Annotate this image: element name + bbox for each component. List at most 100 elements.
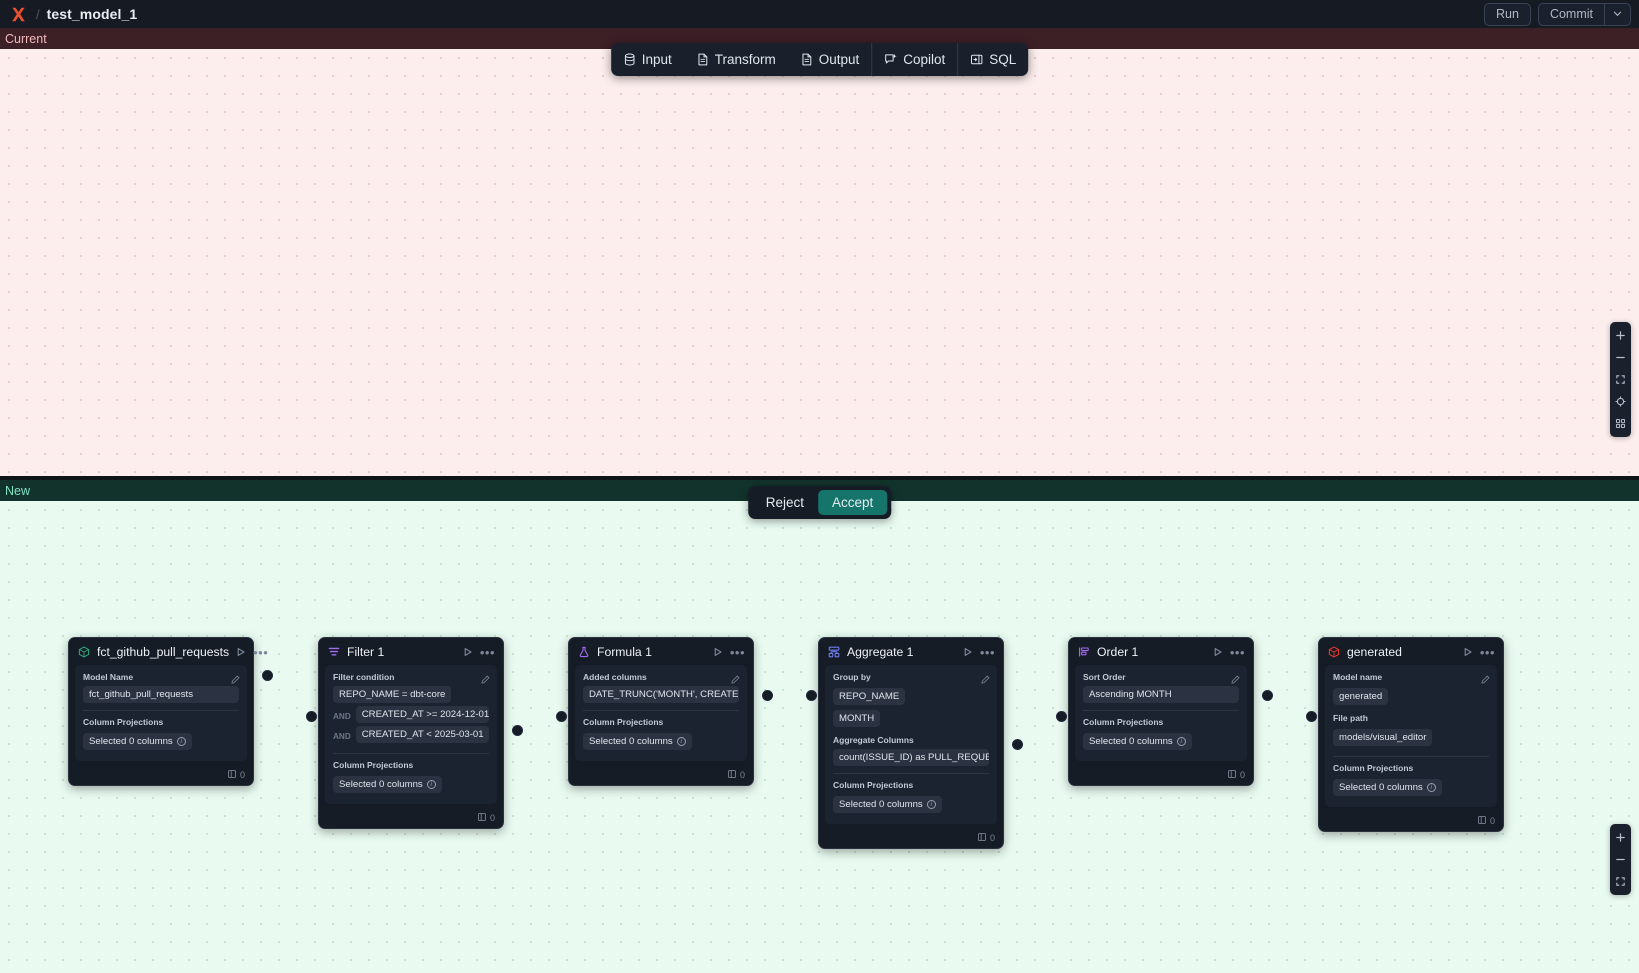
run-node-icon[interactable]: [463, 647, 473, 657]
hex-logo-icon[interactable]: [8, 4, 28, 24]
port-in-order[interactable]: [1056, 711, 1067, 722]
toolbar-item-copilot[interactable]: Copilot: [871, 43, 957, 76]
pane-new: New fct_github_pull_requests: [0, 480, 1639, 973]
recenter-icon[interactable]: [1610, 391, 1631, 412]
column-projections-chip[interactable]: Selected 0 columns i: [583, 733, 692, 750]
run-button[interactable]: Run: [1484, 2, 1531, 26]
toolbar-item-output[interactable]: Output: [788, 43, 872, 76]
node-menu-icon[interactable]: •••: [979, 644, 995, 660]
node-menu-icon[interactable]: •••: [1229, 644, 1245, 660]
added-columns-chip[interactable]: DATE_TRUNC('MONTH', CREATED_AT...: [583, 686, 739, 703]
node-filter[interactable]: Filter 1 ••• Filter condition REPO_NAME …: [318, 637, 504, 829]
node-header: generated •••: [1319, 638, 1503, 665]
rows-icon: [1478, 816, 1486, 826]
plus-icon[interactable]: [1610, 827, 1631, 848]
edit-pencil-icon[interactable]: [981, 671, 990, 689]
port-in-aggregate[interactable]: [806, 690, 817, 701]
group-by-chip[interactable]: REPO_NAME: [833, 688, 906, 705]
document-icon: [800, 53, 813, 66]
breadcrumb-separator: /: [36, 6, 40, 22]
run-node-icon[interactable]: [1463, 647, 1473, 657]
node-source[interactable]: fct_github_pull_requests ••• Model Name …: [68, 637, 268, 786]
edit-pencil-icon[interactable]: [1481, 671, 1490, 689]
run-node-icon[interactable]: [236, 647, 246, 657]
fit-screen-icon[interactable]: [1610, 369, 1631, 390]
model-name-chip[interactable]: generated: [1333, 688, 1389, 705]
port-in-filter[interactable]: [306, 711, 317, 722]
run-node-icon[interactable]: [1213, 647, 1223, 657]
node-body: Added columns DATE_TRUNC('MONTH', CREATE…: [575, 665, 747, 761]
zoom-controls-new: [1610, 824, 1631, 895]
port-out-source[interactable]: [262, 670, 273, 681]
info-icon[interactable]: i: [676, 737, 686, 746]
model-name-chip[interactable]: fct_github_pull_requests: [83, 686, 239, 703]
field-label: Group by: [833, 672, 871, 682]
port-out-formula[interactable]: [762, 690, 773, 701]
run-node-icon[interactable]: [713, 647, 723, 657]
node-body: Group by REPO_NAME MONTH Aggregate Colum…: [825, 665, 997, 824]
node-order[interactable]: Order 1 ••• Sort Order Ascending MONTH C…: [1068, 637, 1254, 786]
document-icon: [696, 53, 709, 66]
minus-icon[interactable]: [1610, 347, 1631, 368]
filter-condition-chip[interactable]: CREATED_AT < 2025-03-01: [355, 726, 489, 743]
run-node-icon[interactable]: [963, 647, 973, 657]
diff-decision-bar: Reject Accept: [747, 486, 892, 519]
minus-icon[interactable]: [1610, 849, 1631, 870]
field-label: Column Projections: [1333, 763, 1414, 773]
node-menu-icon[interactable]: •••: [479, 644, 495, 660]
edit-pencil-icon[interactable]: [231, 671, 240, 689]
filter-condition-chip[interactable]: REPO_NAME = dbt-core: [333, 686, 452, 703]
commit-button[interactable]: Commit: [1549, 6, 1593, 21]
node-formula[interactable]: Formula 1 ••• Added columns DATE_TRUNC('…: [568, 637, 754, 786]
filter-condition-chip[interactable]: CREATED_AT >= 2024-12-01: [355, 706, 489, 723]
port-out-order[interactable]: [1262, 690, 1273, 701]
toolbar-label: Transform: [714, 52, 776, 67]
info-icon[interactable]: i: [1176, 737, 1186, 746]
reject-button[interactable]: Reject: [765, 495, 804, 510]
toolbar-item-input[interactable]: Input: [611, 43, 684, 76]
info-icon[interactable]: i: [176, 737, 186, 746]
column-projections-chip[interactable]: Selected 0 columns i: [1333, 779, 1442, 796]
canvas-new[interactable]: fct_github_pull_requests ••• Model Name …: [0, 501, 1639, 973]
port-in-formula[interactable]: [556, 711, 567, 722]
accept-button[interactable]: Accept: [817, 490, 888, 515]
chevron-down-icon[interactable]: [1604, 3, 1630, 25]
grid-layout-icon[interactable]: [1610, 413, 1631, 434]
node-generated[interactable]: generated ••• Model name generated File …: [1318, 637, 1504, 832]
node-header: Filter 1 •••: [319, 638, 503, 665]
edit-pencil-icon[interactable]: [1231, 671, 1240, 689]
plus-icon[interactable]: [1610, 325, 1631, 346]
node-menu-icon[interactable]: •••: [1479, 644, 1495, 660]
node-menu-icon[interactable]: •••: [253, 644, 269, 660]
column-projections-chip[interactable]: Selected 0 columns i: [333, 776, 442, 793]
sort-order-chip[interactable]: Ascending MONTH: [1083, 686, 1239, 703]
toolbar-label: Copilot: [903, 52, 946, 67]
info-icon[interactable]: i: [1426, 783, 1436, 792]
file-path-chip[interactable]: models/visual_editor: [1333, 729, 1433, 746]
canvas-current[interactable]: [0, 49, 1639, 476]
fit-screen-icon[interactable]: [1610, 871, 1631, 892]
info-icon[interactable]: i: [926, 800, 936, 809]
divider: [583, 710, 739, 711]
port-out-aggregate[interactable]: [1012, 739, 1023, 750]
row-count: 0: [739, 770, 745, 780]
aggregate-columns-chip[interactable]: count(ISSUE_ID) as PULL_REQUEST_...: [833, 749, 989, 766]
edit-pencil-icon[interactable]: [731, 671, 740, 689]
cube-red-icon: [1328, 646, 1340, 658]
column-projections-chip[interactable]: Selected 0 columns i: [833, 796, 942, 813]
node-header: fct_github_pull_requests •••: [69, 638, 268, 665]
group-by-chip[interactable]: MONTH: [833, 710, 881, 727]
info-icon[interactable]: i: [426, 780, 436, 789]
port-in-generated[interactable]: [1306, 711, 1317, 722]
node-menu-icon[interactable]: •••: [729, 644, 745, 660]
rows-icon: [228, 770, 236, 780]
node-aggregate[interactable]: Aggregate 1 ••• Group by REPO_NAME MONTH…: [818, 637, 1004, 849]
edit-pencil-icon[interactable]: [481, 671, 490, 689]
field-label: Aggregate Columns: [833, 735, 914, 745]
port-out-filter[interactable]: [512, 725, 523, 736]
toolbar-item-sql[interactable]: SQL: [957, 43, 1028, 76]
toolbar-item-transform[interactable]: Transform: [684, 43, 788, 76]
commit-button-group: Commit: [1537, 2, 1631, 26]
column-projections-chip[interactable]: Selected 0 columns i: [1083, 733, 1192, 750]
column-projections-chip[interactable]: Selected 0 columns i: [83, 733, 192, 750]
